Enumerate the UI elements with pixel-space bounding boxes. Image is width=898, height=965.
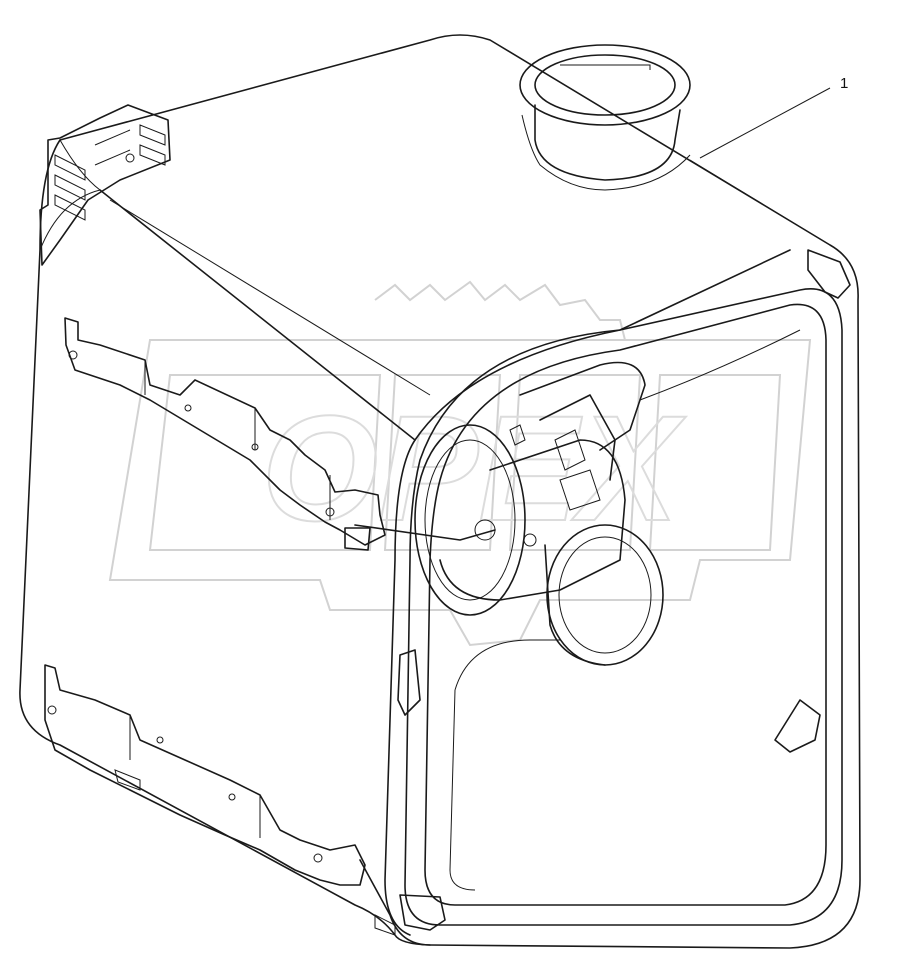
callout-1: 1 — [699, 75, 848, 159]
watermark-text: OPEX — [262, 384, 687, 552]
callout-label: 1 — [840, 75, 848, 92]
level-sender-unit — [344, 361, 664, 666]
mounting-bracket-top-left — [39, 104, 171, 266]
filler-neck — [519, 44, 691, 191]
corner-mounts — [397, 249, 851, 931]
watermark-logo: OPEX — [108, 280, 812, 647]
tank-body — [19, 34, 861, 949]
strap-lower — [44, 664, 366, 886]
strap-upper — [64, 317, 386, 546]
